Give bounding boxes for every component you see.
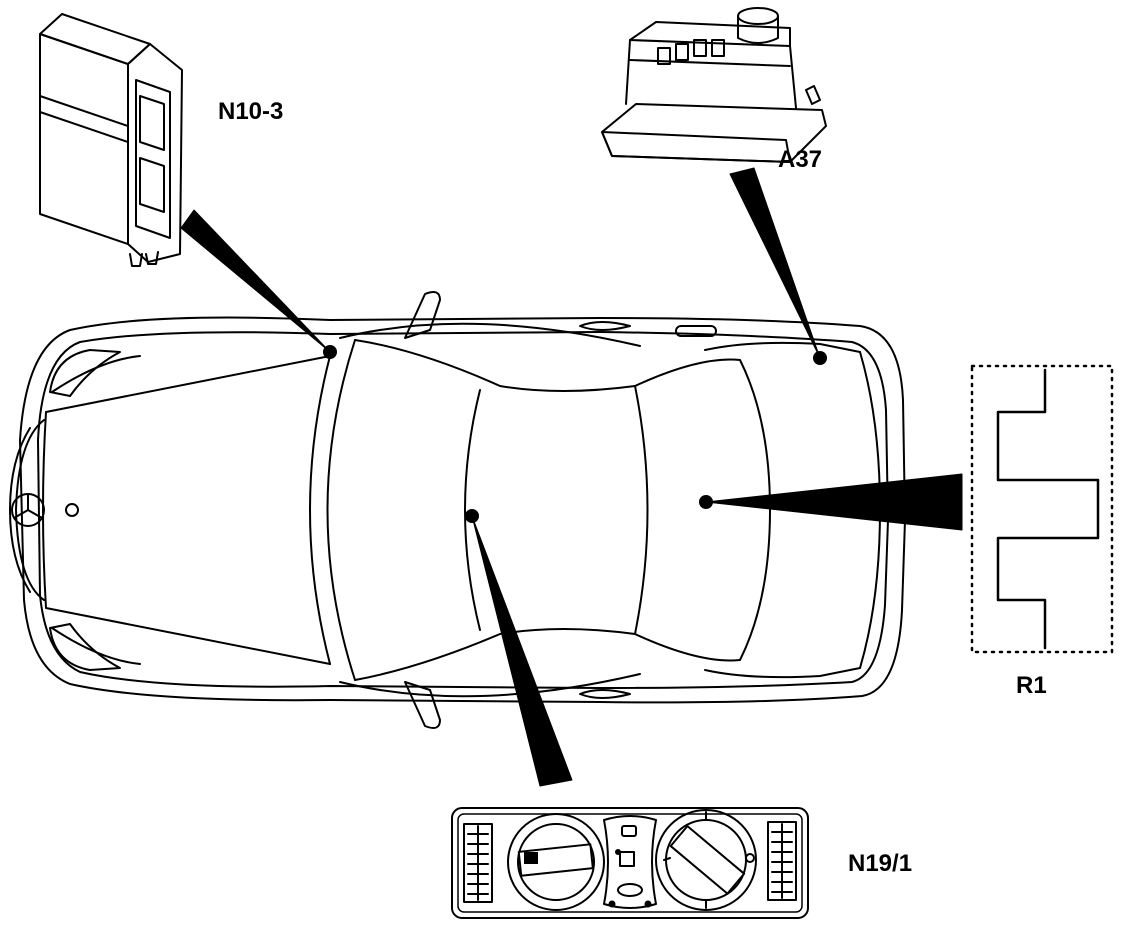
a37-location-dot	[813, 351, 827, 365]
n19-1-label: N19/1	[848, 850, 913, 877]
car-top-view	[9, 291, 906, 729]
a37-label: A37	[778, 146, 823, 173]
temperature-knob-left	[507, 813, 605, 911]
n10-3-label: N10-3	[218, 98, 284, 125]
right-vent	[767, 821, 797, 901]
r1-leader	[705, 473, 963, 531]
n10-3-control-module	[39, 13, 183, 267]
windshield-outline	[354, 339, 636, 681]
right-mirror	[404, 681, 441, 729]
r1-location-dot	[699, 495, 713, 509]
center-button-cluster	[603, 815, 657, 909]
n19-1-leader	[471, 515, 573, 787]
fan-knob-right	[655, 809, 757, 911]
r1-heater-element	[970, 364, 1114, 654]
r1-label: R1	[1016, 672, 1047, 699]
left-vent	[463, 823, 493, 903]
n19-1-location-dot	[465, 509, 479, 523]
left-mirror	[404, 291, 441, 339]
star-emblem	[11, 493, 45, 527]
roof-outline	[464, 389, 481, 631]
n19-1-control-panel	[451, 807, 809, 919]
n10-3-location-dot	[323, 345, 337, 359]
n10-3-leader	[180, 209, 331, 353]
a37-component	[601, 7, 827, 163]
hood-outline	[42, 355, 331, 665]
a37-leader	[729, 167, 821, 359]
